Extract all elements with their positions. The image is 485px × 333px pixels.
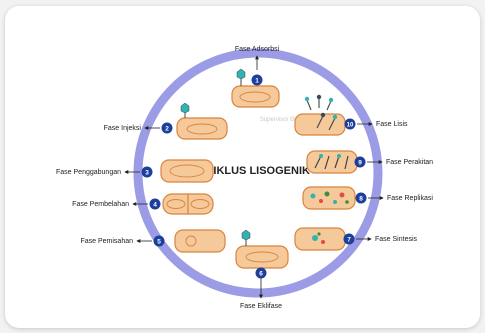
svg-text:4: 4 [153, 202, 157, 209]
phase-8-label: Fase Replikasi [387, 195, 433, 202]
phase-9-label: Fase Perakitan [386, 159, 433, 166]
phase-1-cell [232, 86, 279, 107]
phase-10-label: Fase Lisis [376, 121, 408, 128]
phase-9-cell [307, 151, 357, 173]
svg-text:10: 10 [347, 123, 354, 129]
phase-2-cell [177, 118, 227, 139]
phase-3-label: Fase Penggabungan [56, 169, 121, 176]
svg-text:6: 6 [259, 271, 263, 278]
phase-6-cell [236, 246, 288, 268]
phase-5-cell [175, 230, 225, 252]
diagram-card: SIKLUS LISOGENIK Supervisor Blog IIIFA F… [5, 6, 480, 328]
phase-7-label: Fase Sintesis [375, 236, 418, 243]
phase-4-label: Fase Pembelahan [72, 201, 129, 208]
phase-3-cell [161, 160, 213, 182]
svg-text:8: 8 [359, 196, 363, 203]
svg-text:2: 2 [165, 126, 169, 133]
phase-1-label: Fase Adsorbsi [235, 46, 280, 53]
lysogenic-cycle-diagram: SIKLUS LISOGENIK Supervisor Blog IIIFA F… [5, 6, 480, 328]
diagram-title: SIKLUS LISOGENIK [206, 165, 310, 177]
svg-text:3: 3 [145, 170, 149, 177]
phase-6-label: Fase Eklifase [240, 303, 282, 310]
svg-text:1: 1 [255, 78, 259, 85]
svg-text:7: 7 [347, 237, 351, 244]
phase-8-cell [303, 187, 355, 209]
svg-text:5: 5 [157, 239, 161, 246]
phase-5-label: Fase Pemisahan [80, 238, 133, 245]
phase-10-cell [295, 114, 345, 135]
svg-text:9: 9 [358, 160, 362, 167]
phase-7-cell [295, 228, 345, 250]
phase-2-label: Fase Injeksi [104, 125, 142, 132]
